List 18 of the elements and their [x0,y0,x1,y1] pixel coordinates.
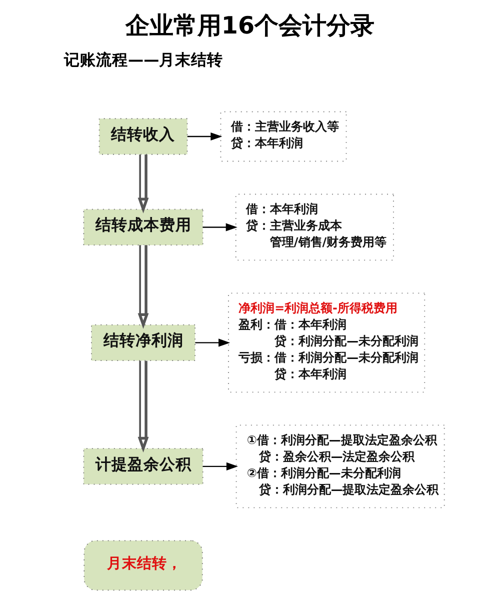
node-box: 净利润=利润总额-所得税费用 盈利：借：本年利润 贷：利润分配—未分配利润 亏损：借：利润分配—未分配利润 贷：本年利润 [228,292,425,393]
node-box: 结转成本费用 [82,208,203,246]
arrow [137,154,148,214]
node-box: 借：本年利润 贷：主营业务成本 管理/销售/财务费用等 [234,194,394,261]
arrow [194,338,230,347]
node-box: 借：主营业务收入等 贷：本年利润 [220,111,346,162]
arrow [186,132,222,141]
arrow [202,223,237,232]
node-box: 计提盈余公积 [82,448,203,485]
arrow [202,462,238,470]
node-box: 结转净利润 [90,324,196,362]
arrow [137,360,148,453]
label: 记账流程——月末结转 [64,51,223,70]
arrow [137,245,148,329]
diagram-title: 企业常用16个会计分录 [124,12,374,40]
node-box: 结转收入 [98,118,188,155]
node-box: 月末结转， [83,540,202,591]
node-box: ①借：利润分配—提取法定盈余公积 贷：盈余公积—法定盈余公积 ②借：利润分配—未分配利润 贷：利润分配—提取法定盈余公积 [235,424,444,508]
